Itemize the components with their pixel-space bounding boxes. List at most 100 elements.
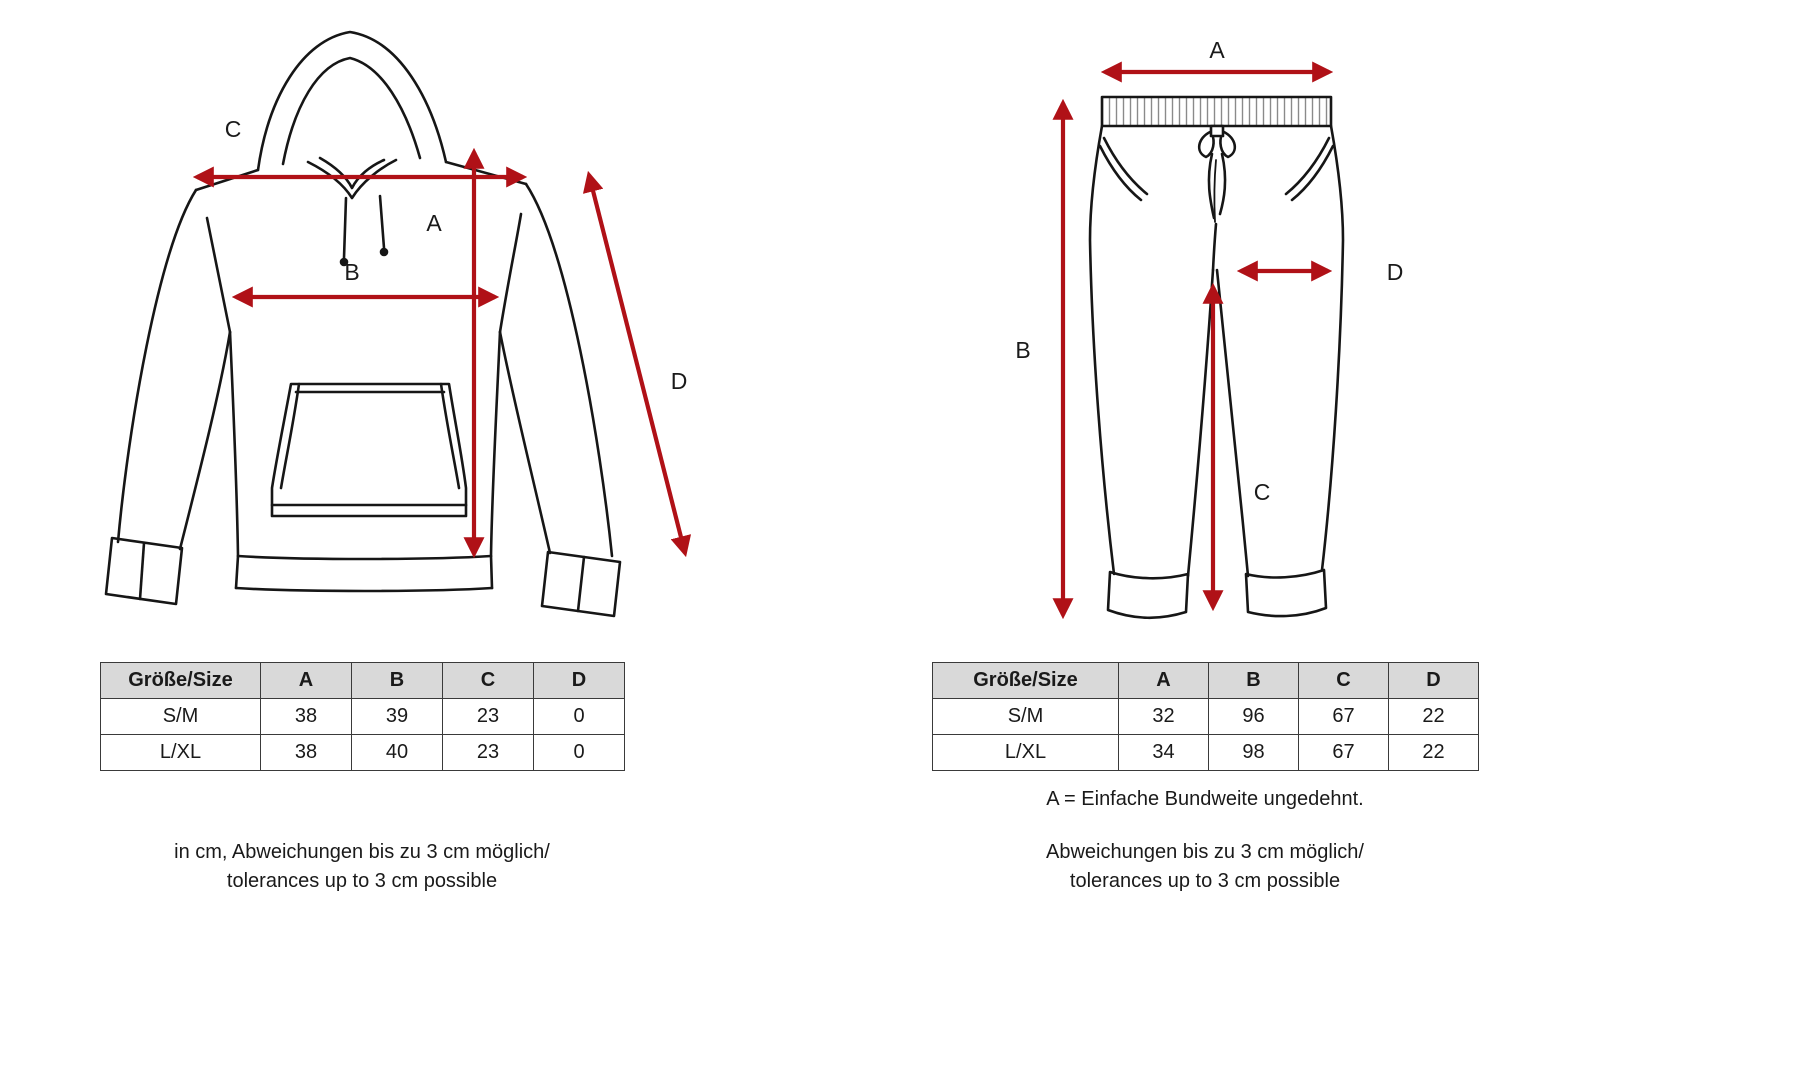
hoodie-caption-line1: in cm, Abweichungen bis zu 3 cm möglich/	[174, 841, 550, 863]
hoodie-label-b: B	[344, 259, 359, 285]
value-cell: 22	[1388, 734, 1479, 771]
hood-inner	[281, 56, 422, 166]
hoodie-label-a: A	[426, 210, 442, 236]
body-right-edge	[489, 330, 502, 558]
hoodie-size-table: Größe/Size A B C D S/M 38 39 23 0 L/XL 3…	[100, 662, 625, 771]
hoodie-table-row-lxl: L/XL 38 40 23 0	[100, 734, 625, 771]
hood-opening-inner	[318, 156, 386, 190]
bow-knot	[1209, 124, 1225, 138]
bow-string-left	[1207, 152, 1216, 220]
pants-col-header-d: D	[1388, 662, 1479, 699]
pants-col-header-c: C	[1298, 662, 1389, 699]
value-cell: 23	[442, 698, 534, 735]
leg-right-outer	[1320, 124, 1345, 572]
hem-top	[236, 554, 493, 561]
pants-caption-line1: Abweichungen bis zu 3 cm möglich/	[1046, 841, 1364, 863]
sleeve-left-outer	[116, 188, 198, 544]
size-cell: L/XL	[100, 734, 261, 771]
hood-outer	[256, 30, 448, 172]
pants-label-a: A	[1209, 37, 1225, 63]
pants-col-header-a: A	[1118, 662, 1209, 699]
armhole-right	[498, 212, 523, 334]
pants-label-b: B	[1015, 337, 1030, 363]
value-cell: 38	[260, 734, 352, 771]
drawstring-right	[378, 194, 386, 250]
drawstring-tip-right	[379, 247, 389, 257]
pocket-stitch-left	[279, 382, 301, 490]
pants-caption-line2: tolerances up to 3 cm possible	[1069, 870, 1341, 892]
pants-table-row-lxl: L/XL 34 98 67 22	[932, 734, 1479, 771]
hoodie-col-header-d: D	[533, 662, 625, 699]
pants-table-header-row: Größe/Size A B C D	[932, 662, 1479, 699]
waistband	[1100, 95, 1333, 128]
pants-waistband-note: A = Einfache Bundweite ungedehnt.	[1046, 788, 1364, 810]
hoodie-caption-line2: tolerances up to 3 cm possible	[226, 870, 498, 892]
pants-label-d: D	[1387, 259, 1404, 285]
value-cell: 38	[260, 698, 352, 735]
pants-cuff-right	[1244, 568, 1328, 618]
hoodie-tolerance-caption: in cm, Abweichungen bis zu 3 cm möglich/…	[100, 838, 624, 896]
pants-size-table: Größe/Size A B C D S/M 32 96 67 22 L/XL …	[932, 662, 1479, 771]
size-cell: S/M	[100, 698, 261, 735]
value-cell: 67	[1298, 734, 1389, 771]
value-cell: 0	[533, 734, 625, 771]
value-cell: 0	[533, 698, 625, 735]
cuff-right	[540, 550, 622, 618]
pants-label-c: C	[1254, 479, 1271, 505]
value-cell: 22	[1388, 698, 1479, 735]
value-cell: 39	[351, 698, 443, 735]
cuff-left-rib	[138, 541, 146, 601]
value-cell: 40	[351, 734, 443, 771]
pocket-right-line1	[1284, 136, 1331, 196]
value-cell: 34	[1118, 734, 1209, 771]
bow-string-right	[1218, 152, 1227, 216]
hoodie-label-d: D	[671, 368, 688, 394]
pants-table-row-sm: S/M 32 96 67 22	[932, 698, 1479, 735]
crotch-rise	[1211, 222, 1218, 272]
leg-left-inner	[1186, 268, 1215, 578]
pants-col-header-b: B	[1208, 662, 1299, 699]
pants-cuff-left	[1106, 570, 1190, 620]
drawstring-left	[342, 196, 348, 260]
value-cell: 32	[1118, 698, 1209, 735]
shoulder-left	[194, 168, 260, 192]
pants-measure-labels: A B C D	[1015, 37, 1403, 505]
cuff-right-rib	[576, 555, 586, 613]
pocket-outline	[270, 382, 468, 518]
hoodie-table-row-sm: S/M 38 39 23 0	[100, 698, 625, 735]
hem-bottom	[234, 586, 494, 593]
sleeve-right-inner	[498, 330, 552, 555]
pocket-stitch-right	[439, 382, 461, 490]
hoodie-outline	[104, 30, 622, 618]
pants-diagram: A B C D	[1015, 37, 1403, 620]
sleeve-left-inner	[178, 330, 232, 551]
value-cell: 98	[1208, 734, 1299, 771]
pants-col-header-size: Größe/Size	[932, 662, 1119, 699]
hoodie-measure-arrows	[192, 147, 692, 559]
cuff-left	[104, 536, 184, 606]
leg-left-outer	[1088, 124, 1116, 576]
shoulder-right	[444, 160, 528, 186]
hem-left-edge	[234, 554, 240, 590]
hoodie-label-c: C	[225, 116, 242, 142]
hoodie-col-header-c: C	[442, 662, 534, 699]
pants-measure-arrows	[1052, 61, 1334, 620]
size-cell: S/M	[932, 698, 1119, 735]
armhole-left	[205, 216, 232, 334]
hoodie-measure-arrow-d	[582, 170, 692, 558]
pocket-left-line2	[1098, 144, 1143, 202]
size-cell: L/XL	[932, 734, 1119, 771]
leg-right-inner	[1215, 268, 1250, 578]
hoodie-diagram: C A B D	[104, 30, 692, 618]
pocket-left-line1	[1102, 136, 1149, 196]
bow-loop-left	[1197, 130, 1215, 159]
hoodie-table-header-row: Größe/Size A B C D	[100, 662, 625, 699]
pants-tolerance-caption: Abweichungen bis zu 3 cm möglich/ tolera…	[932, 838, 1478, 896]
hoodie-col-header-size: Größe/Size	[100, 662, 261, 699]
hoodie-col-header-a: A	[260, 662, 352, 699]
value-cell: 96	[1208, 698, 1299, 735]
pocket-right-line2	[1290, 144, 1335, 202]
hoodie-col-header-b: B	[351, 662, 443, 699]
drawstring-tip-left	[339, 257, 349, 267]
